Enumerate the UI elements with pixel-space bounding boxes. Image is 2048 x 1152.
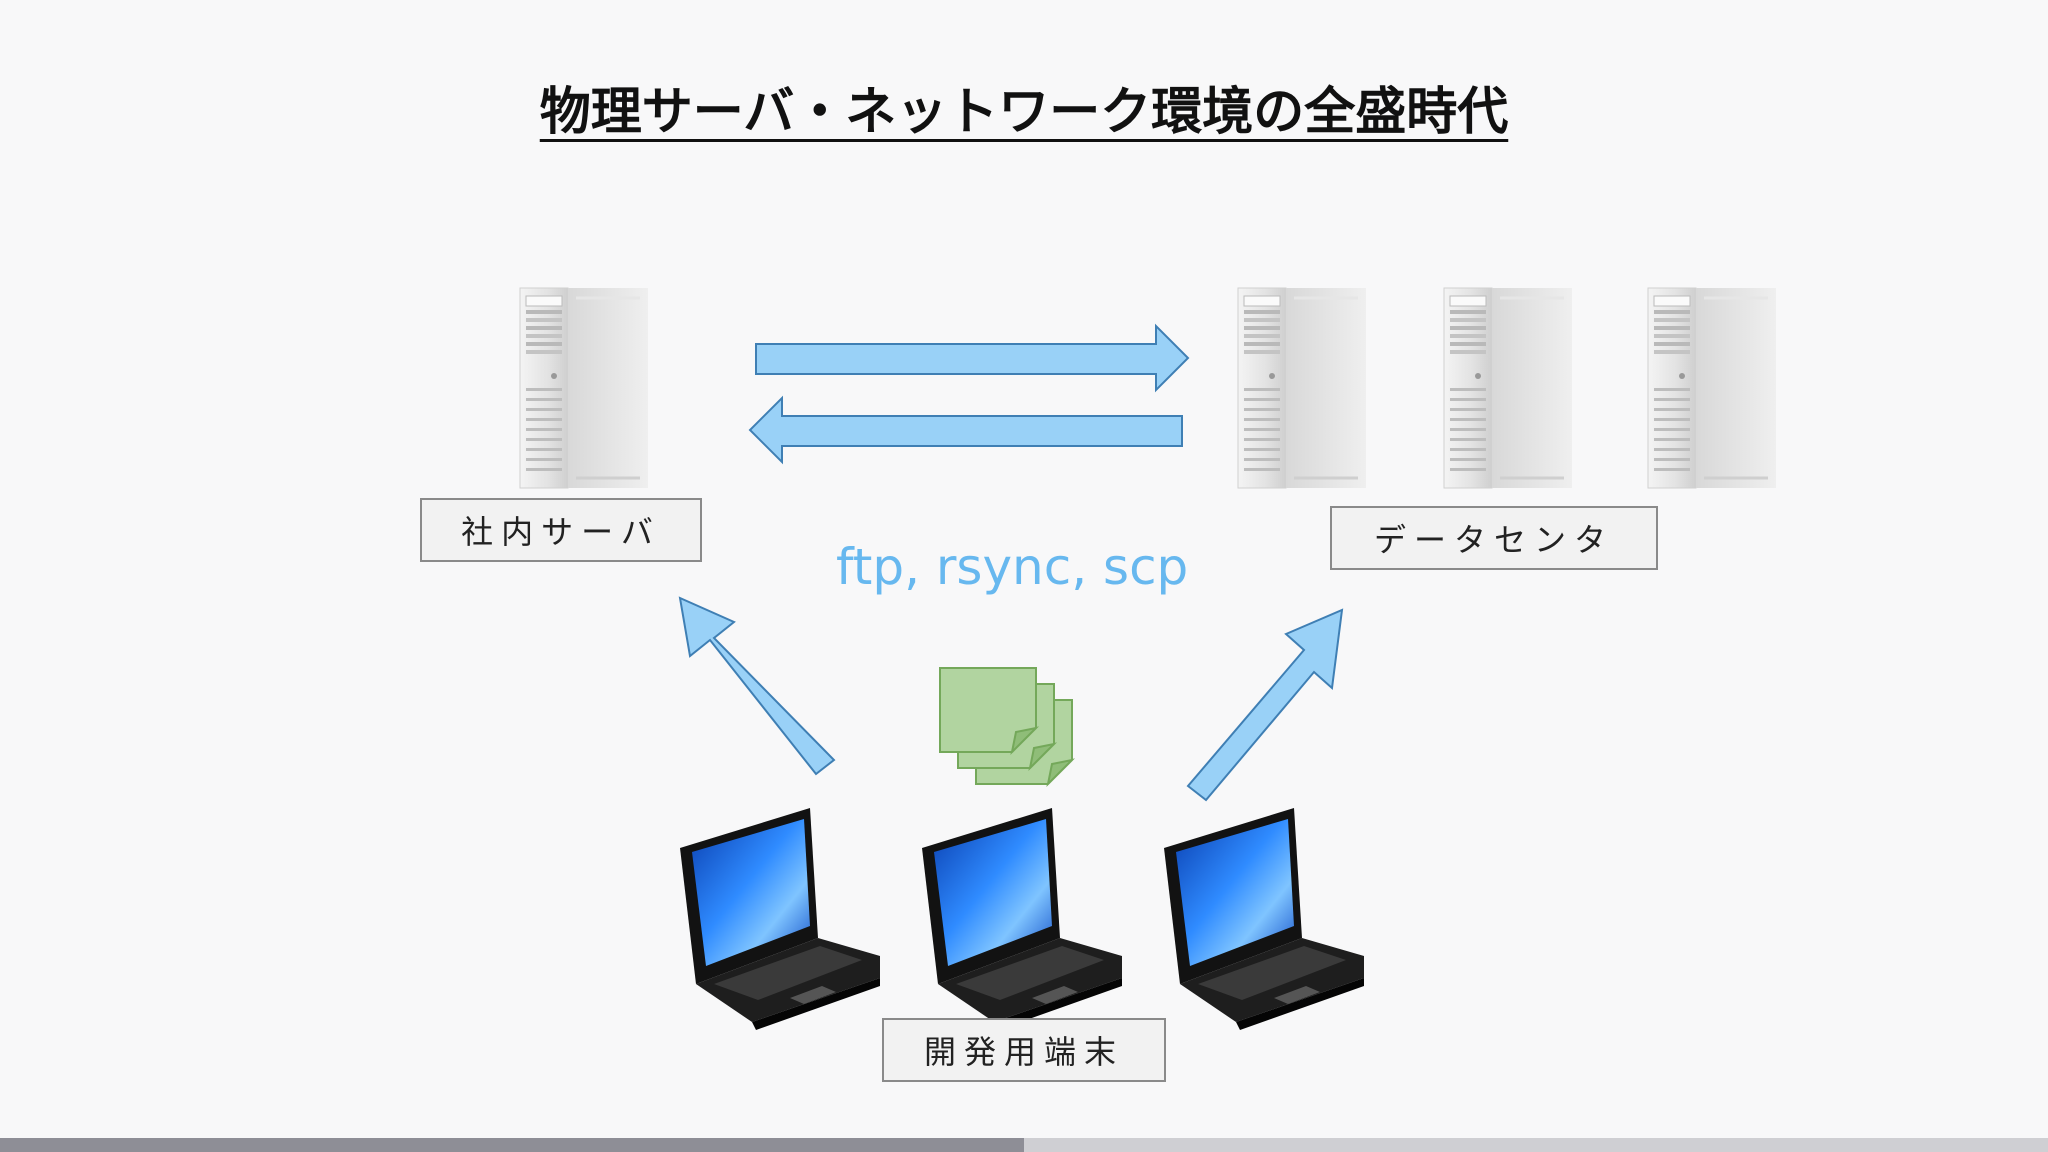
server-tower-icon-internal	[518, 286, 650, 490]
arrow-to-internal-server-icon	[748, 395, 1183, 465]
server-tower-icon-dc-1	[1236, 286, 1368, 490]
protocols-label: ftp, rsync, scp	[836, 538, 1189, 596]
internal-server-label-box: 社内サーバ	[420, 498, 702, 562]
laptop-icon-3	[1164, 808, 1364, 1030]
arrow-laptops-to-datacenter-icon	[1186, 608, 1344, 802]
slide-progress-fill	[0, 1138, 1024, 1152]
server-tower-icon-dc-3	[1646, 286, 1778, 490]
datacenter-label-box: データセンタ	[1330, 506, 1658, 570]
dev-terminals-label: 開発用端末	[923, 1033, 1124, 1071]
dev-terminals-label-box: 開発用端末	[882, 1018, 1166, 1082]
document-stack-icon	[939, 667, 1076, 788]
slide-title-text: 物理サーバ・ネットワーク環境の全盛時代	[539, 83, 1509, 142]
laptop-icon-2	[922, 808, 1122, 1030]
arrow-laptops-to-internal-server-icon	[678, 596, 836, 776]
datacenter-label: データセンタ	[1373, 521, 1614, 559]
slide-title: 物理サーバ・ネットワーク環境の全盛時代	[0, 70, 2048, 144]
server-tower-icon-dc-2	[1442, 286, 1574, 490]
internal-server-label: 社内サーバ	[461, 513, 661, 551]
arrow-to-datacenter-icon	[755, 323, 1190, 393]
laptop-icon-1	[680, 808, 880, 1030]
slide-progress-bar	[0, 1138, 2048, 1152]
